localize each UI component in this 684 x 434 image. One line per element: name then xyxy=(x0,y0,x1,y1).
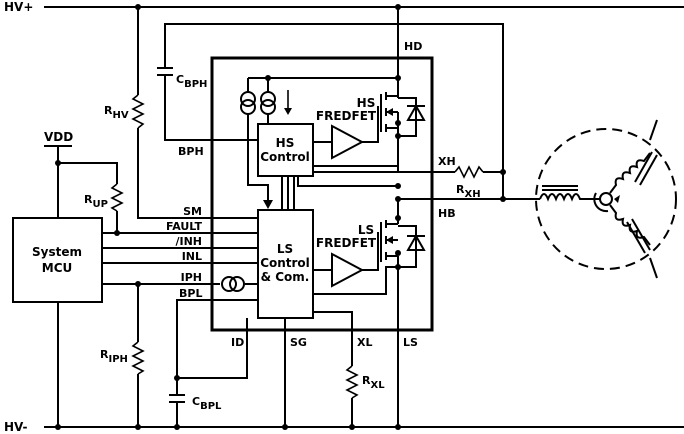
bph-bootstrap-wiring: BPH xyxy=(157,23,504,172)
svg-text:LS: LS xyxy=(277,242,293,256)
pin-sm-label: SM xyxy=(183,205,202,218)
pin-xh-label: XH xyxy=(438,155,456,168)
svg-text:& Com.: & Com. xyxy=(261,270,310,284)
hs-ls-bus xyxy=(281,176,295,210)
hs-control-block: HS Control xyxy=(257,123,314,177)
svg-text:CBPL: CBPL xyxy=(192,395,222,412)
svg-text:CBPH: CBPH xyxy=(176,73,207,90)
pin-id-label: ID xyxy=(231,336,244,349)
svg-text:System: System xyxy=(32,245,82,259)
mcu-signal-lines: SM FAULT /INH INL IPH xyxy=(102,205,258,287)
iph-current-source-icon xyxy=(221,276,245,292)
svg-text:RHV: RHV xyxy=(104,104,129,121)
svg-text:MCU: MCU xyxy=(42,261,73,275)
svg-text:FREDFET: FREDFET xyxy=(316,236,377,250)
hb-output-wiring: HB xyxy=(395,172,540,220)
svg-text:FREDFET: FREDFET xyxy=(316,109,377,123)
svg-text:LS: LS xyxy=(358,223,374,237)
vdd-supply: VDD xyxy=(44,130,73,218)
motor-icon xyxy=(535,119,677,279)
c-bpl-capacitor: BPL CBPL xyxy=(169,287,258,430)
sg-ground-line: SG xyxy=(282,318,307,430)
id-pin-wiring: ID xyxy=(177,318,248,379)
hs-current-source-icon xyxy=(240,75,401,209)
xh-rxh-wiring: XH RXH xyxy=(313,155,506,200)
ls-gate-driver: FREDFET LS xyxy=(313,223,379,288)
pin-sg-label: SG xyxy=(290,336,307,349)
vdd-label: VDD xyxy=(44,130,73,144)
pin-inh-label: /INH xyxy=(175,235,202,248)
hs-fredfet-symbol xyxy=(297,92,426,189)
r-up-resistor: RUP xyxy=(58,162,124,236)
r-hv-resistor: RHV xyxy=(104,4,258,219)
r-xl-resistor: XL RXL xyxy=(313,311,385,430)
hv-plus-rail: HV+ xyxy=(4,0,684,14)
svg-text:RUP: RUP xyxy=(84,193,108,210)
r-iph-resistor: RIPH xyxy=(100,284,145,430)
svg-text:RIPH: RIPH xyxy=(100,348,128,365)
svg-text:HS: HS xyxy=(357,96,376,110)
pin-hb-label: HB xyxy=(438,207,456,220)
pin-inl-label: INL xyxy=(182,250,202,263)
svg-text:Control: Control xyxy=(260,150,310,164)
ls-fredfet-symbol: LS xyxy=(313,199,426,430)
pin-hd-label: HD xyxy=(404,40,422,53)
hv-minus-label: HV- xyxy=(4,420,27,434)
pin-ls-label: LS xyxy=(403,336,418,349)
pin-bph-label: BPH xyxy=(178,145,204,158)
svg-text:RXL: RXL xyxy=(362,374,385,391)
svg-text:RXH: RXH xyxy=(456,183,481,200)
svg-text:Control: Control xyxy=(260,256,310,270)
svg-text:HS: HS xyxy=(276,136,295,150)
system-mcu-block: System MCU xyxy=(12,217,103,430)
pin-bpl-label: BPL xyxy=(179,287,202,300)
hs-gate-driver: FREDFET HS xyxy=(313,96,379,160)
ls-control-block: LS Control & Com. xyxy=(257,209,314,319)
hv-plus-label: HV+ xyxy=(4,0,33,14)
hd-connection: HD xyxy=(395,4,422,98)
pin-xl-label: XL xyxy=(357,336,373,349)
pin-iph-label: IPH xyxy=(181,271,202,284)
pin-fault-label: FAULT xyxy=(166,220,203,233)
c-bph-label: CBPH xyxy=(176,73,207,90)
ic-package-outline xyxy=(210,56,434,332)
hv-minus-rail: HV- xyxy=(4,420,684,434)
